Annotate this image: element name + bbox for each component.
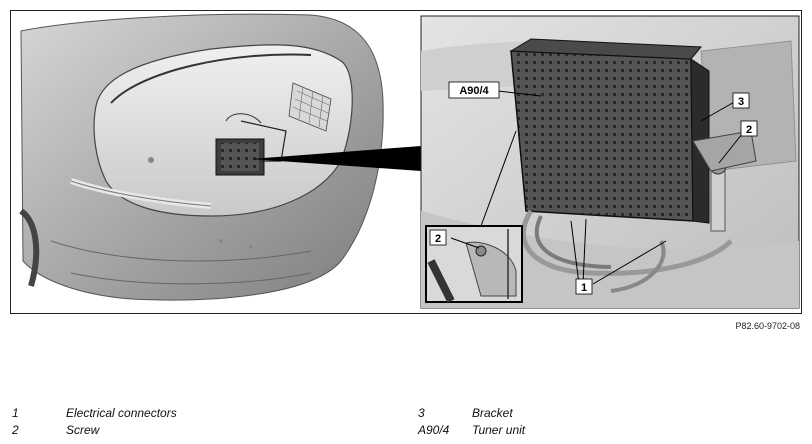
legend-item-2: 2 Screw	[12, 423, 342, 439]
legend-label: Tuner unit	[472, 423, 526, 437]
callout-screw: 2	[740, 120, 758, 137]
legend-number: 2	[12, 423, 19, 437]
screw-inset	[425, 225, 523, 303]
legend-item-1: 1 Electrical connectors	[12, 406, 342, 422]
legend-item-3: 3 Bracket	[418, 406, 748, 422]
svg-text:1: 1	[581, 282, 587, 294]
callout-connectors: 1	[575, 278, 593, 295]
legend-label: Electrical connectors	[66, 406, 177, 420]
svg-text:3: 3	[738, 96, 744, 108]
svg-text:2: 2	[435, 233, 441, 245]
callout-screw-inset: 2	[429, 229, 447, 246]
figure-frame: A90/4 3 2 2 1	[10, 10, 802, 314]
legend-number: A90/4	[418, 423, 450, 437]
figure-illustration: A90/4 3 2 2 1	[11, 11, 800, 313]
figure-id: P82.60-9702-08	[735, 321, 800, 331]
legend-label: Bracket	[472, 406, 513, 420]
leader-lines	[450, 90, 747, 285]
callout-tuner-unit: A90/4	[448, 81, 500, 99]
svg-text:2: 2	[746, 124, 752, 136]
svg-text:A90/4: A90/4	[459, 85, 489, 97]
callout-bracket: 3	[732, 92, 750, 109]
legend-item-4: A90/4 Tuner unit	[418, 423, 748, 439]
legend-label: Screw	[66, 423, 100, 437]
legend-number: 3	[418, 406, 425, 420]
legend-number: 1	[12, 406, 19, 420]
callout-beam	[251, 146, 421, 171]
